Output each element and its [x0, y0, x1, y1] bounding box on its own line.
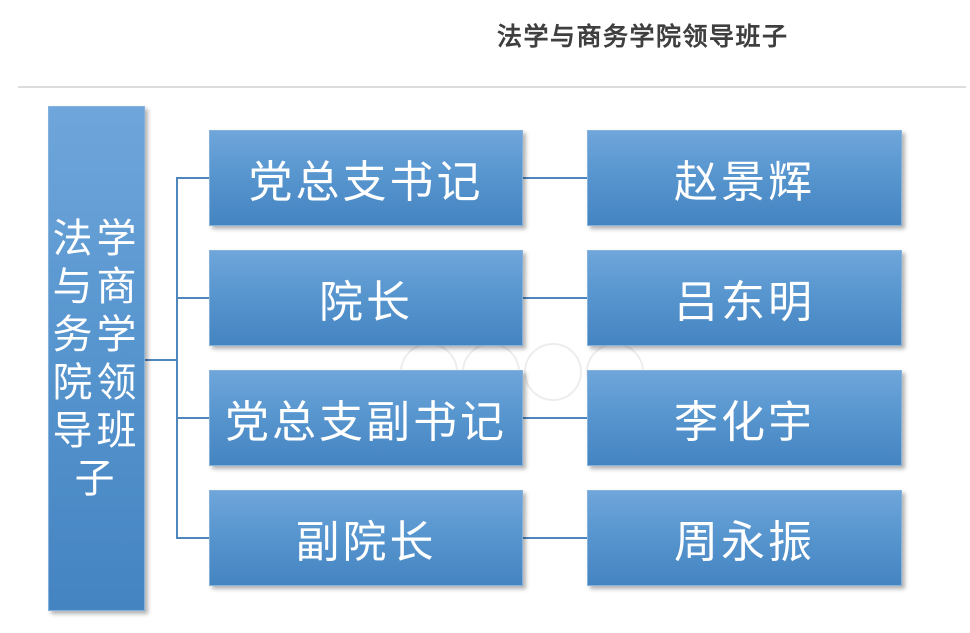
role-label: 副院长 [295, 517, 437, 568]
divider [18, 86, 966, 88]
connector-root-to-trunk [144, 359, 176, 361]
connector-role-to-name [523, 537, 587, 539]
connector-role-to-name [523, 417, 587, 419]
role-label: 党总支副书记 [225, 397, 507, 448]
role-label: 院长 [319, 277, 413, 328]
name-label: 吕东明 [674, 277, 815, 328]
connector-trunk-to-row [176, 297, 209, 299]
root-node: 法学与商务学院领导班子 [48, 106, 145, 611]
root-node-label: 法学与商务学院领导班子 [52, 215, 141, 502]
page-title: 法学与商务学院领导班子 [497, 22, 789, 51]
name-label: 赵景辉 [674, 157, 815, 208]
role-node-vice-dean: 副院长 [209, 490, 523, 586]
role-node-party-secretary: 党总支书记 [209, 130, 523, 226]
connector-role-to-name [523, 297, 587, 299]
name-node-deputy-party-secretary: 李化宇 [587, 370, 902, 466]
connector-trunk-to-row [176, 537, 209, 539]
connector-trunk-to-row [176, 177, 209, 179]
name-label: 周永振 [674, 517, 815, 568]
role-node-deputy-party-secretary: 党总支副书记 [209, 370, 523, 466]
connector-role-to-name [523, 177, 587, 179]
role-node-dean: 院长 [209, 250, 523, 346]
name-node-party-secretary: 赵景辉 [587, 130, 902, 226]
name-label: 李化宇 [674, 397, 815, 448]
role-label: 党总支书记 [248, 157, 484, 208]
connector-trunk-to-row [176, 417, 209, 419]
watermark-circle [524, 343, 582, 401]
name-node-vice-dean: 周永振 [587, 490, 902, 586]
name-node-dean: 吕东明 [587, 250, 902, 346]
connector-trunk [176, 177, 178, 539]
